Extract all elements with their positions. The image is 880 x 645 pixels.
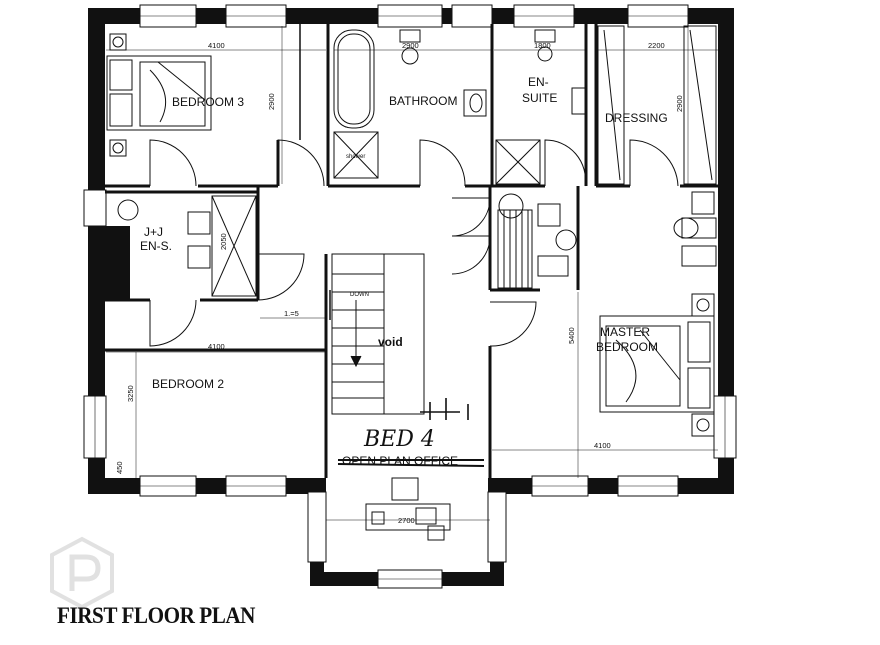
room-label-bedroom-3: BEDROOM 3 <box>172 95 244 109</box>
room-label-master-1: MASTER <box>600 325 650 339</box>
watermark-logo-icon <box>50 536 114 610</box>
dim-landing-level: 1.=5 <box>284 309 299 318</box>
stair-down-label: DOWN <box>350 292 369 298</box>
room-label-void: void <box>378 335 403 349</box>
room-label-jj-1: J+J <box>144 225 163 239</box>
room-label-jj-2: EN-S. <box>140 239 172 253</box>
room-label-ensuite-1: EN- <box>528 75 549 89</box>
room-label-bedroom-2: BEDROOM 2 <box>152 377 224 391</box>
dim-bed3-height: 2900 <box>267 93 276 110</box>
dim-jj-height: 2050 <box>219 233 228 250</box>
handwritten-bed-4: BED 4 <box>363 427 435 452</box>
room-label-master-2: BEDROOM <box>596 340 658 354</box>
thin-wall-lines <box>299 24 331 320</box>
struck-label-office: OPEN PLAN OFFICE <box>342 454 458 468</box>
dim-dressing-height: 2900 <box>675 95 684 112</box>
dimension-lines <box>106 26 718 521</box>
staircase <box>331 209 533 415</box>
dim-master-width: 4100 <box>594 441 611 450</box>
room-label-dressing: DRESSING <box>605 111 668 125</box>
dim-bath-width: 2900 <box>402 41 419 50</box>
window-glazing-lines <box>94 15 726 580</box>
windows <box>83 4 737 589</box>
door-swings <box>149 139 679 347</box>
plan-title: FIRST FLOOR PLAN <box>57 603 256 628</box>
dim-bed2-width: 4100 <box>208 342 225 351</box>
room-label-ensuite-2: SUITE <box>522 91 557 105</box>
dim-ensuite-width: 1800 <box>534 41 551 50</box>
dim-dressing-width: 2200 <box>648 41 665 50</box>
dim-bed2-height: 3250 <box>126 385 135 402</box>
shower-label: shower <box>346 154 365 160</box>
handwritten-annotation <box>337 398 485 467</box>
dim-master-height: 5400 <box>567 327 576 344</box>
dim-bed2-lower: 450 <box>115 461 124 474</box>
dim-office-width: 2700 <box>398 516 415 525</box>
room-label-bathroom: BATHROOM <box>389 94 457 108</box>
fixtures <box>106 25 717 541</box>
interior-walls <box>105 24 718 478</box>
dim-bed3-width: 4100 <box>208 41 225 50</box>
